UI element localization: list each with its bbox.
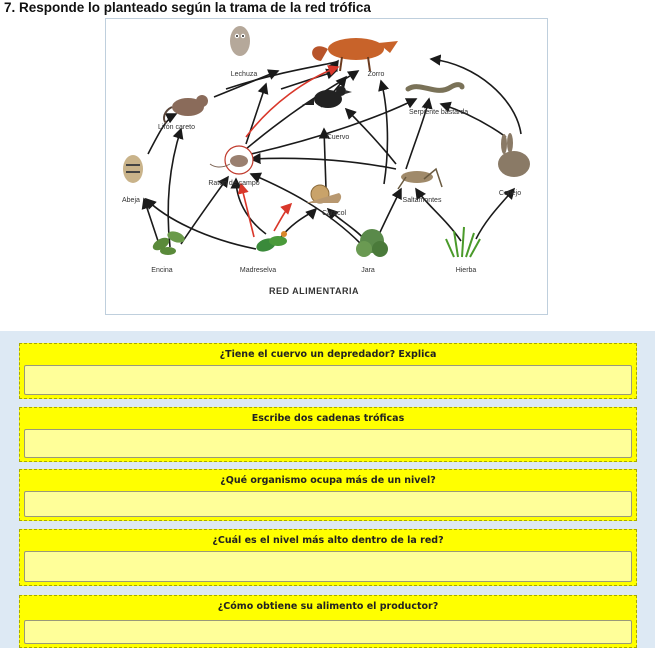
crow-icon: [302, 86, 352, 108]
label-saltamontes: Saltamontes: [403, 197, 442, 204]
label-lechuza: Lechuza: [231, 71, 258, 78]
dormouse-icon: [163, 95, 208, 124]
arrow-raton-serpiente: [250, 98, 418, 155]
question-box-2: Escribe dos cadenas tróficas: [19, 407, 637, 462]
label-liron: Lirón careto: [158, 124, 195, 131]
label-cuervo: Cuervo: [327, 134, 350, 141]
questions-panel: ¿Tiene el cuervo un depredador? Explica …: [0, 331, 655, 648]
question-box-3: ¿Qué organismo ocupa más de un nivel?: [19, 469, 637, 521]
answer-field-4[interactable]: [24, 551, 632, 582]
question-box-1: ¿Tiene el cuervo un depredador? Explica: [19, 343, 637, 399]
label-conejo: Conejo: [499, 190, 521, 197]
snail-icon: [306, 184, 342, 204]
label-jara: Jara: [361, 267, 375, 274]
label-caracol: Caracol: [322, 210, 347, 217]
arrow-madreselva-caracol-red: [273, 202, 293, 232]
fox-icon: [312, 38, 398, 72]
question-5: ¿Cómo obtiene su alimento el productor?: [217, 601, 439, 612]
owl-icon: [230, 26, 250, 56]
answer-field-1[interactable]: [24, 365, 632, 395]
question-2: Escribe dos cadenas tróficas: [251, 413, 405, 424]
arrow-hierba-conejo: [475, 187, 516, 240]
rabbit-icon: [498, 133, 530, 177]
arrow-abeja-liron: [147, 113, 178, 155]
arrow-saltamontes-raton: [249, 152, 397, 170]
label-raton: Ratón de campo: [208, 180, 259, 187]
food-web-diagram: Lechuza Zorro Serpiente bastarda Lirón c…: [122, 26, 530, 296]
grasshopper-icon: [397, 167, 443, 190]
honeysuckle-icon: [256, 231, 287, 252]
mouse-icon: [209, 145, 254, 175]
question-4: ¿Cuál es el nivel más alto dentro de la …: [212, 535, 444, 546]
arrow-conejo-zorro: [429, 54, 522, 135]
arrow-madreselva-raton-red: [237, 182, 255, 238]
arrow-madreselva-raton: [230, 177, 267, 235]
arrow-encina-raton: [180, 175, 229, 245]
answer-field-5[interactable]: [24, 620, 632, 644]
question-box-4: ¿Cuál es el nivel más alto dentro de la …: [19, 529, 637, 586]
snake-icon: [405, 82, 465, 93]
label-madreselva: Madreselva: [240, 267, 276, 274]
label-encina: Encina: [151, 267, 173, 274]
bee-icon: [123, 155, 143, 183]
food-web-arrows: [141, 54, 522, 250]
arrow-saltamontes-cuervo: [344, 107, 397, 165]
arrow-liron-lechuza: [213, 69, 280, 98]
arrow-liron-zorro: [225, 59, 339, 90]
answer-field-3[interactable]: [24, 491, 632, 517]
question-3: ¿Qué organismo ocupa más de un nivel?: [220, 475, 436, 486]
arrow-lechuza-zorro: [280, 68, 338, 90]
arrow-saltamontes-serpiente: [405, 97, 433, 170]
label-hierba: Hierba: [456, 267, 477, 274]
food-web-figure: Lechuza Zorro Serpiente bastarda Lirón c…: [105, 18, 548, 315]
arrow-encina-liron: [167, 127, 184, 248]
food-web-red-arrows: [237, 65, 340, 238]
arrow-madreselva-abeja: [144, 197, 257, 250]
holm-oak-icon: [152, 231, 185, 255]
arrow-hierba-saltamontes: [415, 187, 462, 242]
arrow-jara-raton: [249, 172, 362, 245]
arrow-encina-abeja: [141, 197, 161, 248]
label-abeja: Abeja: [122, 197, 140, 204]
label-zorro: Zorro: [368, 71, 385, 78]
exercise-heading: 7. Responde lo planteado según la trama …: [4, 0, 371, 15]
grass-icon: [445, 226, 481, 258]
food-web-title: RED ALIMENTARIA: [269, 286, 359, 296]
label-serpiente: Serpiente bastarda: [409, 109, 468, 116]
rockrose-icon: [356, 229, 388, 257]
arrow-raton-zorro-red: [245, 65, 340, 138]
answer-field-2[interactable]: [24, 429, 632, 458]
arrow-conejo-serpiente: [439, 101, 507, 138]
arrow-saltamontes-zorro: [378, 79, 389, 185]
question-1: ¿Tiene el cuervo un depredador? Explica: [219, 349, 437, 360]
question-box-5: ¿Cómo obtiene su alimento el productor?: [19, 595, 637, 648]
